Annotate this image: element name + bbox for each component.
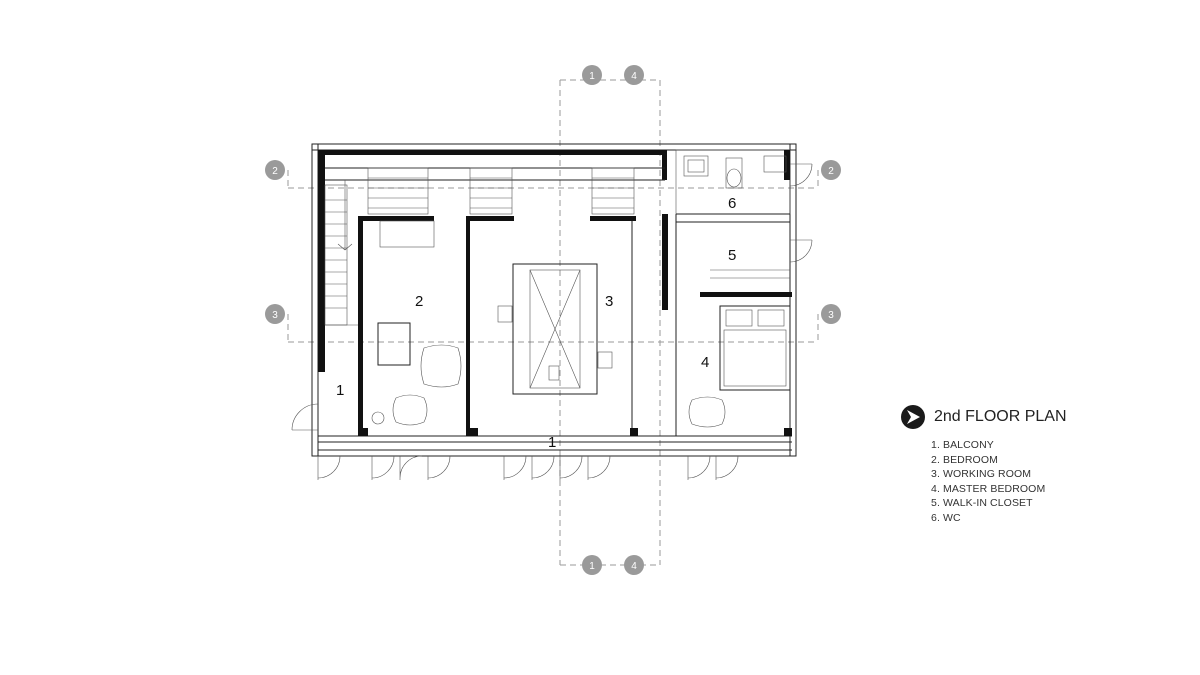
legend-title: 2nd FLOOR PLAN: [934, 408, 1067, 425]
grid-bubble-top-4: 4: [624, 65, 644, 85]
cushion-icon: [392, 394, 428, 426]
sink-icon: [683, 155, 709, 177]
working-top-wall-a: [466, 216, 514, 221]
chair-icon: [597, 351, 613, 369]
skylight: [529, 269, 581, 389]
bedroom-top-wall: [358, 216, 434, 221]
closet-bottom-wall: [700, 292, 792, 297]
grid-label: 1: [589, 561, 595, 572]
legend-item: 1. BALCONY: [931, 439, 994, 451]
room-number-walk-in-closet: 5: [728, 247, 736, 264]
north-arrow-icon: [901, 405, 925, 429]
top-louvers: [367, 167, 635, 215]
wc-fixtures: [683, 155, 787, 189]
legend: 2nd FLOOR PLAN 1. BALCONY 2. BEDROOM 3. …: [900, 404, 1160, 525]
bedroom-left-wall: [358, 216, 363, 436]
working-top-wall-b: [590, 216, 636, 221]
partition-3-4: [662, 214, 668, 310]
grid-label: 3: [828, 310, 834, 321]
grid-label: 4: [631, 561, 637, 572]
grid-label: 2: [828, 166, 834, 177]
grid-label: 3: [272, 310, 278, 321]
cushion-icon: [688, 396, 726, 428]
outer-walls: [311, 143, 797, 457]
legend-item: 3. WORKING ROOM: [931, 468, 1032, 480]
grid-bubble-right-2: 2: [821, 160, 841, 180]
left-wall: [318, 150, 325, 372]
grid-bubble-top-1: 1: [582, 65, 602, 85]
toilet-icon: [725, 157, 743, 189]
furniture: [371, 263, 791, 428]
legend-item: 5. WALK-IN CLOSET: [931, 497, 1033, 509]
stair-flight: [324, 184, 348, 326]
desk-icon: [377, 322, 411, 366]
room-number-wc: 6: [728, 195, 736, 212]
stool-icon: [371, 411, 385, 425]
room-numbers: 1 1 2 3 4 5 6: [336, 195, 736, 451]
room-number-balcony-side: 1: [336, 382, 344, 399]
cushion-icon: [420, 344, 462, 388]
chair-icon: [497, 305, 513, 323]
top-outline: [311, 143, 797, 151]
grid-bubble-bottom-1: 1: [582, 555, 602, 575]
interior-walls: [358, 149, 792, 436]
legend-item: 6. WC: [931, 511, 961, 524]
pillow-icon: [725, 309, 753, 327]
stairs: [324, 180, 360, 326]
top-wall-end: [662, 150, 667, 180]
room-number-working-room: 3: [605, 293, 613, 310]
left-outline: [311, 143, 319, 457]
legend-item: 2. BEDROOM: [931, 453, 998, 466]
room-number-master-bedroom: 4: [701, 354, 709, 371]
grid-bubble-bottom-4: 4: [624, 555, 644, 575]
doors: [291, 163, 813, 480]
legend-list: 1. BALCONY 2. BEDROOM 3. WORKING ROOM 4.…: [900, 438, 1160, 525]
grid-label: 2: [272, 166, 278, 177]
room-number-balcony-front: 1: [548, 434, 556, 451]
grid-bubble-left-3: 3: [265, 304, 285, 324]
grid-bubble-right-3: 3: [821, 304, 841, 324]
partition-2-3: [466, 216, 470, 436]
grid-bubble-left-2: 2: [265, 160, 285, 180]
room-number-bedroom: 2: [415, 293, 423, 310]
bed-icon: [719, 305, 791, 391]
legend-header: 2nd FLOOR PLAN: [900, 404, 1160, 430]
shower-icon: [763, 155, 787, 173]
work-table: [512, 263, 598, 395]
grid-label: 1: [589, 71, 595, 82]
pillow-icon: [757, 309, 785, 327]
legend-item: 4. MASTER BEDROOM: [931, 482, 1046, 495]
top-wall: [318, 150, 666, 155]
grid-label: 4: [631, 71, 637, 82]
right-outline: [789, 143, 797, 457]
